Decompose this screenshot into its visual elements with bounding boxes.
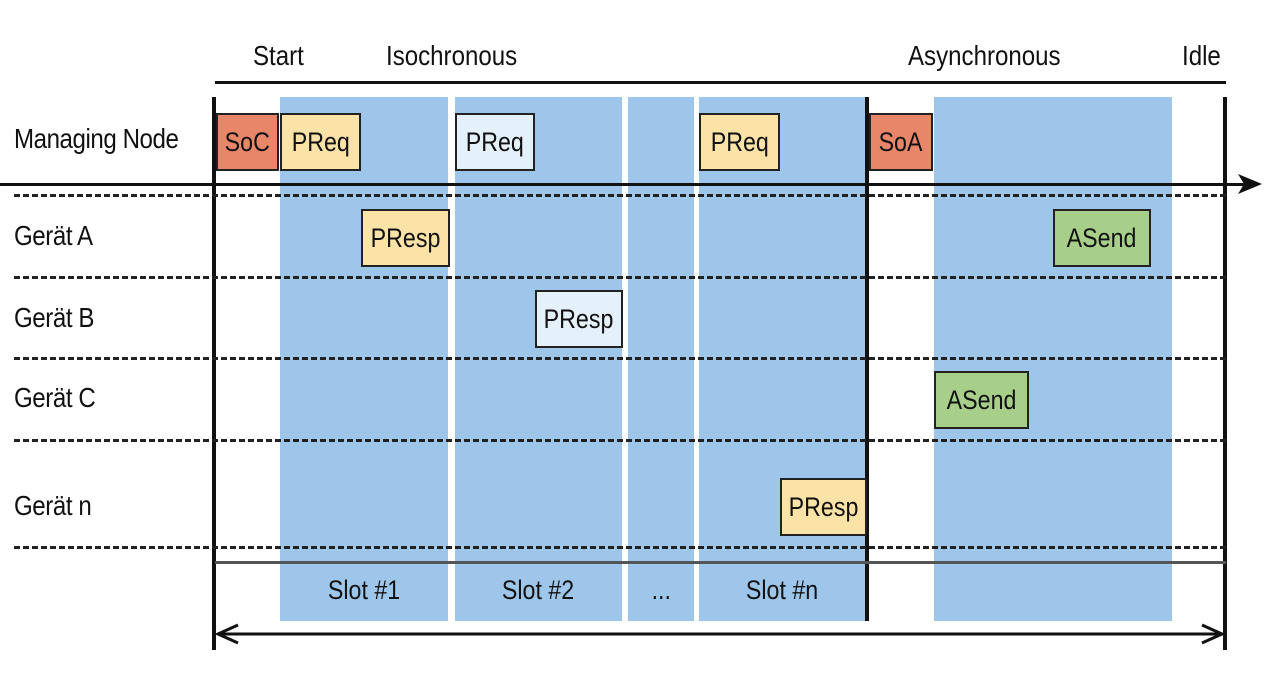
row-label-device-c: Gerät C (14, 382, 96, 413)
presp-frame-label: PResp (788, 491, 859, 522)
cycle-top-line (215, 81, 1226, 84)
row-label-device-n: Gerät n (14, 490, 92, 521)
asend-frame-device-c: ASend (934, 371, 1029, 429)
slot-label-text: ... (651, 575, 671, 605)
cycle-end-boundary (1223, 97, 1227, 650)
phase-start-label: Start (253, 40, 304, 71)
preq-frame-slot-2: PReq (455, 113, 535, 171)
row-separator (14, 276, 1226, 279)
presp-frame-device-b: PResp (535, 290, 623, 348)
row-separator (14, 357, 1226, 360)
presp-frame-label: PResp (544, 303, 614, 334)
preq-frame-slot-n: PReq (699, 113, 780, 171)
cycle-duration-arrow-icon (214, 623, 1226, 645)
soc-frame-label: SoC (224, 126, 271, 157)
asend-frame-device-a: ASend (1053, 209, 1151, 267)
soa-frame: SoA (869, 113, 933, 171)
slot-label-text: Slot #n (745, 575, 819, 605)
slot-label-text: Slot #2 (502, 575, 575, 605)
presp-frame-device-a: PResp (361, 209, 450, 267)
phase-idle-label: Idle (1182, 40, 1221, 71)
row-separator (14, 194, 1226, 197)
row-label-device-b: Gerät B (14, 302, 94, 333)
cycle-start-boundary (212, 97, 216, 650)
axis-arrowhead-icon (1238, 174, 1262, 194)
slot-2-label: Slot #2 (455, 575, 622, 606)
row-label-managing-node: Managing Node (14, 123, 179, 154)
slot-ellipsis-label: ... (628, 575, 694, 606)
asend-frame-label: ASend (946, 384, 1017, 415)
managing-node-axis (0, 183, 1248, 186)
phase-asynchronous-label: Asynchronous (908, 40, 1061, 71)
slot-1-label: Slot #1 (280, 575, 448, 606)
presp-frame-label: PResp (370, 222, 441, 253)
bottom-line (215, 561, 1226, 564)
preq-frame-label: PReq (291, 126, 350, 157)
row-separator (14, 439, 1226, 442)
row-separator (14, 546, 1226, 549)
soa-frame-label: SoA (879, 126, 923, 157)
row-label-device-a: Gerät A (14, 220, 93, 251)
preq-frame-slot-1: PReq (280, 113, 361, 171)
presp-frame-device-n: PResp (780, 478, 867, 536)
soc-frame: SoC (216, 113, 279, 171)
preq-frame-label: PReq (465, 126, 525, 157)
slot-label-text: Slot #1 (327, 575, 401, 605)
phase-isochronous-label: Isochronous (386, 40, 518, 71)
slot-n-label: Slot #n (699, 575, 865, 606)
asend-frame-label: ASend (1067, 222, 1137, 253)
preq-frame-label: PReq (710, 126, 769, 157)
